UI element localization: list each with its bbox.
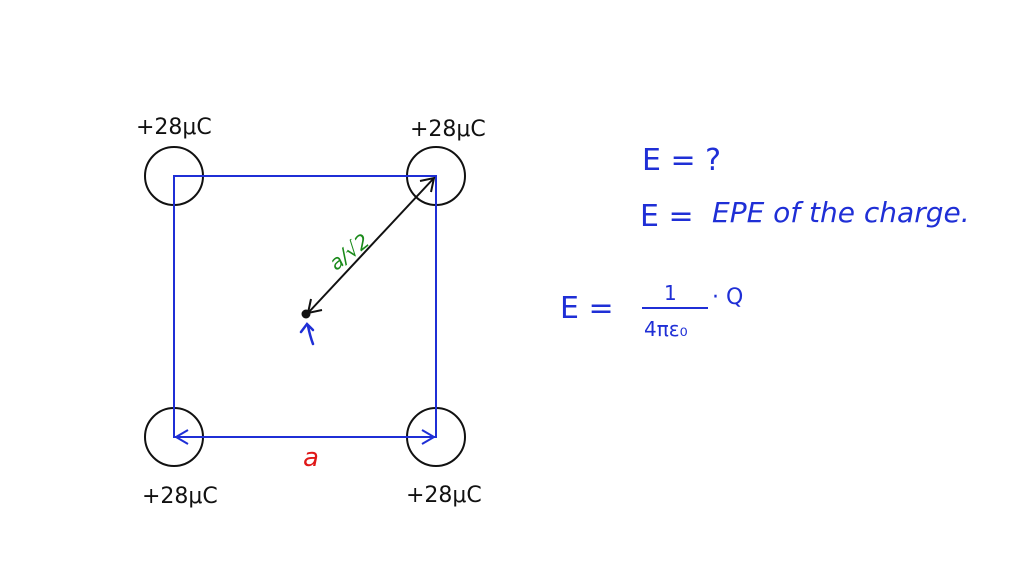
equation-formula-lhs: E = [560,291,614,326]
side-length-arrow [174,429,436,445]
charge-label-top-left: +28μC [136,115,212,140]
center-pointer-arrow [299,322,315,346]
charge-label-top-right: +28μC [410,117,486,142]
equation-formula-numerator: 1 [664,281,677,305]
charge-label-bottom-right: +28μC [406,483,482,508]
equation-epe-rhs: EPE of the charge. [712,196,970,229]
center-point [301,309,311,319]
equation-formula-denominator: 4πε₀ [644,317,688,341]
equation-epe-lhs: E = [640,199,694,234]
square-outline [173,175,437,438]
side-length-label: a [303,443,319,473]
equation-formula-tail: · Q [712,285,743,310]
charge-label-bottom-left: +28μC [142,484,218,509]
equation-unknown: E = ? [642,143,721,178]
